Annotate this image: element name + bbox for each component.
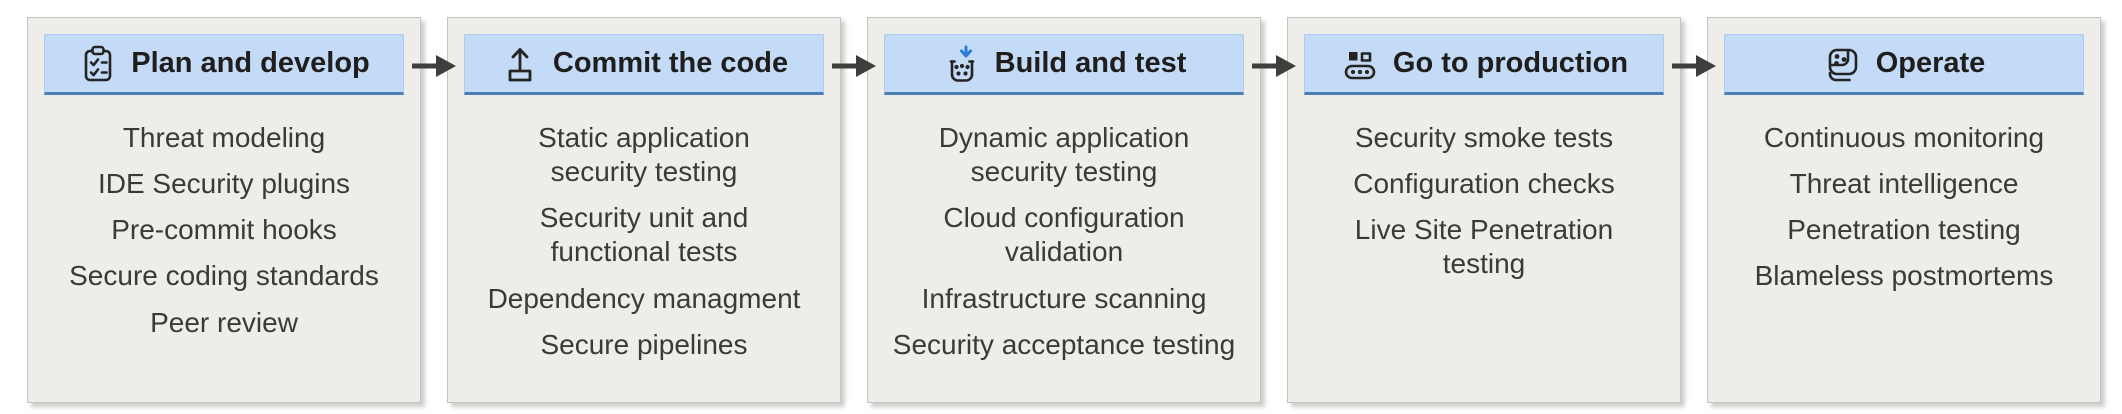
stage-label: Plan and develop (131, 47, 370, 79)
stage-item-list: Continuous monitoring Threat intelligenc… (1708, 121, 2100, 294)
stage-header-commit-the-code: Commit the code (464, 34, 824, 95)
stage-go-to-production: Go to production Security smoke tests Co… (1287, 17, 1681, 403)
stage-item: IDE Security plugins (97, 168, 351, 200)
flow-arrow-icon (412, 55, 456, 77)
stage-header-operate: Operate (1724, 34, 2084, 95)
stage-item: Threat intelligence (1789, 168, 2019, 200)
stage-item-list: Dynamic application security testing Clo… (868, 121, 1260, 362)
stage-operate: Operate Continuous monitoring Threat int… (1707, 17, 2101, 403)
conveyor-belt-icon (1344, 51, 1376, 79)
stage-item: Peer review (150, 306, 298, 338)
stage-item-list: Static application security testing Secu… (448, 121, 840, 362)
stage-item: Secure pipelines (540, 328, 748, 360)
package-install-icon (949, 45, 974, 82)
flow-arrow-gap (832, 17, 876, 403)
upload-icon (508, 47, 532, 81)
stage-item: Security smoke tests (1354, 122, 1614, 153)
stage-label: Commit the code (552, 47, 789, 79)
stage-plan-and-develop: Plan and develop Threat modeling IDE Sec… (27, 17, 421, 403)
stage-header-go-to-production: Go to production (1304, 34, 1664, 95)
stage-header-plan-and-develop: Plan and develop (44, 34, 404, 95)
stage-item-list: Threat modeling IDE Security plugins Pre… (28, 121, 420, 340)
stage-item: Continuous monitoring (1763, 122, 2045, 153)
flow-arrow-gap (1252, 17, 1296, 403)
stage-commit-the-code: Commit the code Static application secur… (447, 17, 841, 403)
stage-item: Pre-commit hooks (111, 214, 337, 246)
stage-item: Security unit and functional tests (539, 202, 749, 268)
stage-header-build-and-test: Build and test (884, 34, 1244, 95)
operate-machine-icon (1828, 48, 1857, 81)
stage-item: Dynamic application security testing (938, 122, 1190, 188)
stage-item: Live Site Penetration testing (1354, 214, 1614, 280)
flow-arrow-icon (1252, 55, 1296, 77)
stage-item: Security acceptance testing (892, 328, 1236, 360)
stage-item: Penetration testing (1787, 214, 2021, 246)
stage-item: Static application security testing (538, 122, 750, 188)
stage-item-list: Security smoke tests Configuration check… (1288, 121, 1680, 282)
clipboard-checklist-icon (84, 45, 112, 81)
stage-label: Operate (1875, 47, 1986, 79)
flow-arrow-gap (412, 17, 456, 403)
stage-item: Blameless postmortems (1754, 260, 2054, 292)
stage-item: Secure coding standards (69, 260, 379, 292)
stage-item: Threat modeling (122, 122, 326, 153)
flow-arrow-icon (1672, 55, 1716, 77)
flow-arrow-icon (832, 55, 876, 77)
flow-arrow-gap (1672, 17, 1716, 403)
stage-label: Go to production (1392, 47, 1629, 79)
stage-label: Build and test (994, 47, 1187, 79)
stage-item: Configuration checks (1353, 168, 1615, 200)
stage-item: Dependency managment (487, 282, 801, 314)
stage-build-and-test: Build and test Dynamic application secur… (867, 17, 1261, 403)
pipeline-row: Plan and develop Threat modeling IDE Sec… (27, 17, 2101, 403)
stage-item: Cloud configuration validation (943, 202, 1185, 268)
stage-item: Infrastructure scanning (921, 282, 1207, 314)
